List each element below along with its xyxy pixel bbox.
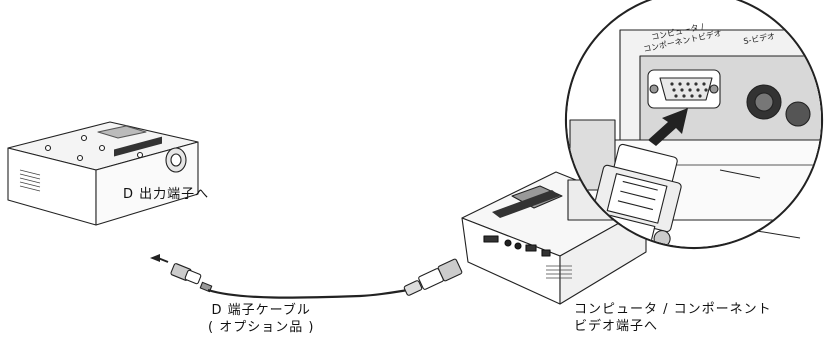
computer-input-line-1: コンピュータ / コンポーネント [574, 302, 772, 317]
computer-input-line-2: ビデオ端子へ [574, 319, 659, 334]
cable-name: D 端子ケーブル [211, 303, 311, 318]
computer-input-label: コンピュータ / コンポーネント ビデオ端子へ [574, 301, 772, 335]
d-terminal-cable [207, 288, 409, 299]
source-device [7, 121, 199, 226]
cable-label: D 端子ケーブル ( オプション品 ) [208, 302, 314, 336]
d-output-label: D 出力端子へ [123, 187, 210, 202]
cable-optional-note: ( オプション品 ) [208, 320, 315, 335]
left-cable-plug [150, 254, 213, 293]
right-cable-plug [403, 258, 463, 296]
